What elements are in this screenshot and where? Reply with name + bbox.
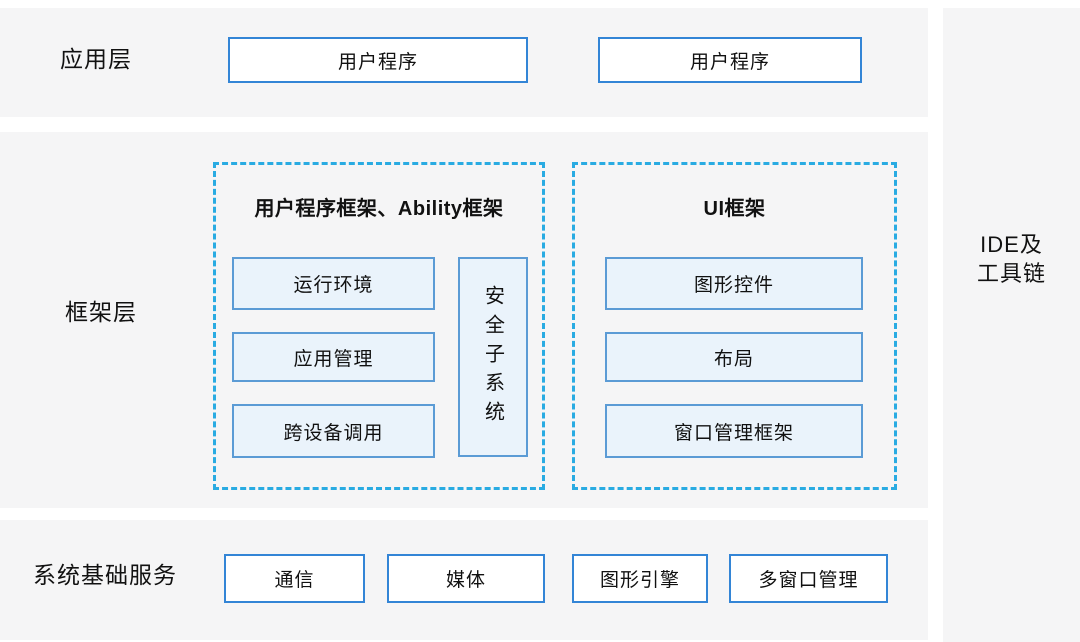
app-management-label: 应用管理	[293, 348, 374, 370]
user-program-box-1: 用户程序	[228, 37, 528, 83]
security-subsystem-box: 安全子系统	[458, 257, 528, 457]
multi-window-management-box: 多窗口管理	[729, 554, 888, 603]
toolchain-label-line2: 工具链	[976, 261, 1046, 286]
communication-label: 通信	[274, 570, 315, 591]
toolchain-label-line1: IDE及	[980, 232, 1043, 257]
layout-label: 布局	[713, 348, 754, 370]
runtime-environment-box: 运行环境	[232, 257, 435, 310]
ui-framework-group	[572, 162, 897, 490]
graphic-controls-box: 图形控件	[605, 257, 863, 310]
graphic-controls-label: 图形控件	[693, 275, 774, 296]
media-box: 媒体	[387, 554, 545, 603]
toolchain-band	[943, 8, 1080, 642]
cross-device-call-box: 跨设备调用	[232, 404, 435, 458]
graphics-engine-box: 图形引擎	[572, 554, 708, 603]
app-management-box: 应用管理	[232, 332, 435, 382]
media-label: 媒体	[445, 570, 486, 591]
window-management-framework-label: 窗口管理框架	[673, 422, 794, 444]
app-layer-label: 应用层	[60, 46, 132, 72]
cross-device-call-label: 跨设备调用	[283, 422, 384, 444]
security-subsystem-label: 安全子系统	[481, 284, 504, 430]
ability-framework-title: 用户程序框架、Ability框架	[254, 198, 504, 220]
toolchain-label: IDE及 工具链	[943, 230, 1080, 288]
ui-framework-title: UI框架	[703, 198, 766, 220]
window-management-framework-box: 窗口管理框架	[605, 404, 863, 458]
user-program-box-2: 用户程序	[598, 37, 862, 83]
user-program-label: 用户程序	[337, 51, 418, 73]
communication-box: 通信	[224, 554, 365, 603]
services-layer-label: 系统基础服务	[33, 562, 177, 588]
graphics-engine-label: 图形引擎	[599, 570, 680, 591]
layout-box: 布局	[605, 332, 863, 382]
user-program-label: 用户程序	[689, 51, 770, 73]
multi-window-management-label: 多窗口管理	[758, 570, 859, 591]
runtime-environment-label: 运行环境	[293, 275, 374, 296]
ability-framework-group	[213, 162, 545, 490]
framework-layer-label: 框架层	[65, 299, 137, 325]
